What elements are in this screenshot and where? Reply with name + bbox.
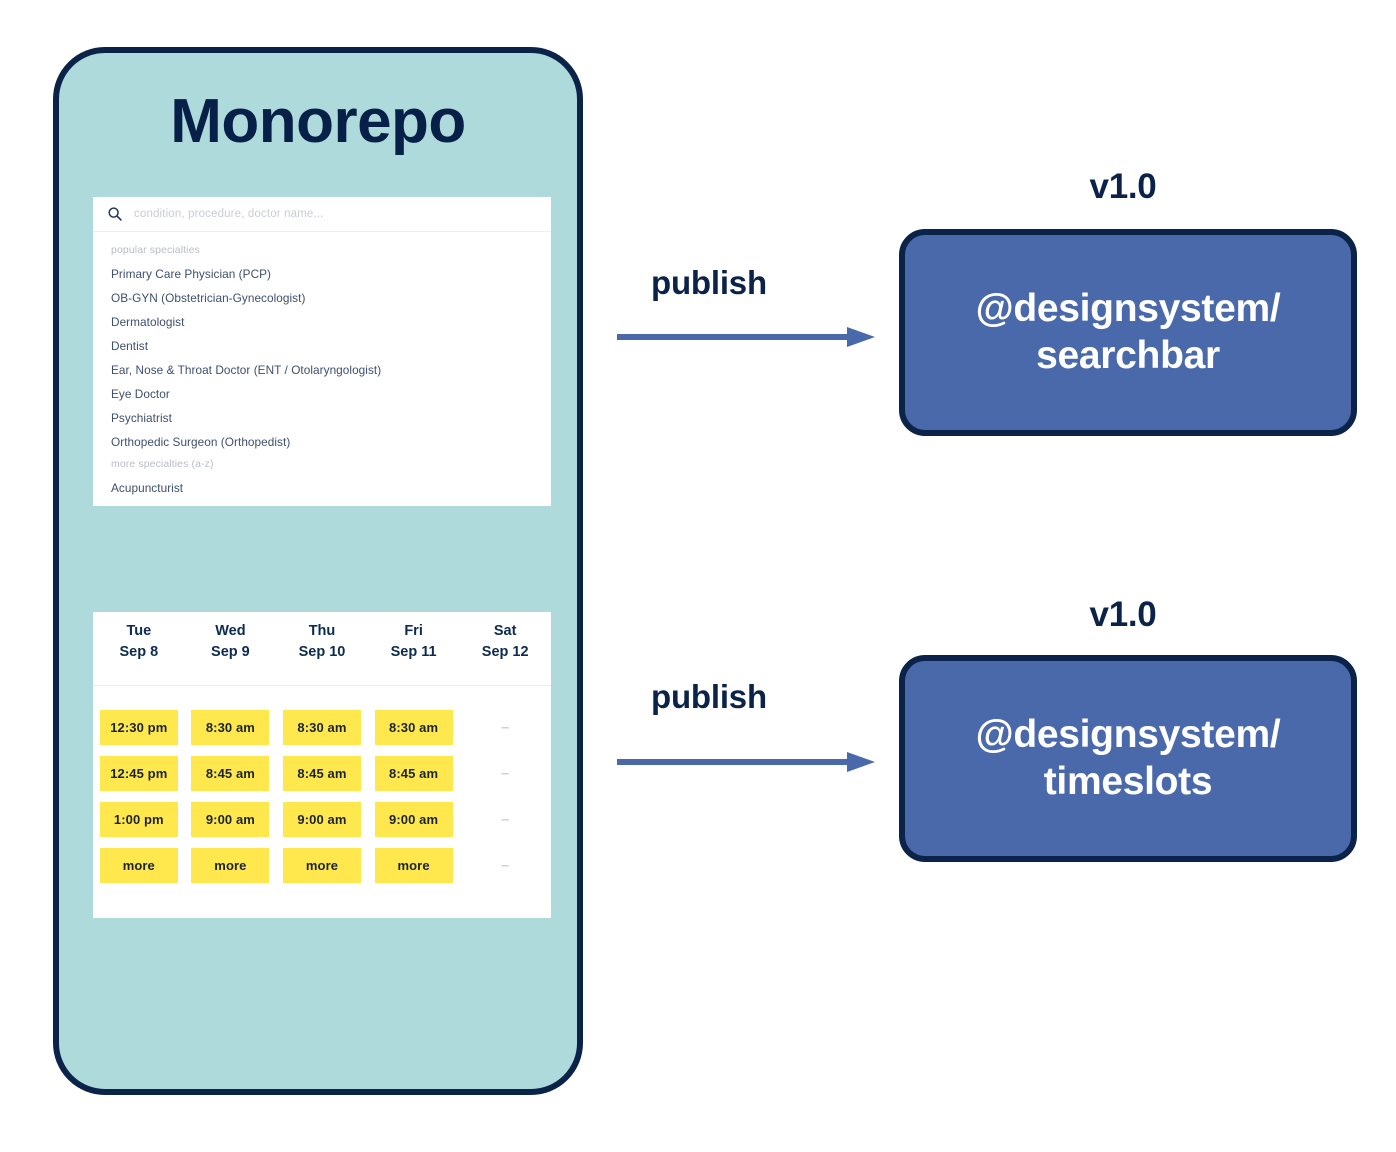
timeslot-button[interactable]: 9:00 am [282, 802, 361, 837]
monorepo-title: Monorepo [170, 87, 466, 156]
searchbar-component: condition, procedure, doctor name... pop… [93, 197, 551, 506]
timeslots-column-header: Tue Sep 8 [93, 612, 185, 685]
version-label-timeslots: v1.0 [1089, 595, 1157, 634]
publish-label-timeslots: publish [651, 678, 767, 715]
timeslot-button[interactable]: 9:00 am [374, 802, 453, 837]
timeslot-cell: – [459, 802, 551, 837]
package-module: timeslots [1043, 759, 1213, 803]
timeslot-button[interactable]: 12:30 pm [99, 710, 178, 745]
timeslot-empty-marker: – [501, 765, 510, 782]
package-box-searchbar[interactable]: @designsystem/ searchbar [899, 229, 1357, 436]
specialty-item[interactable]: Dermatologist [111, 315, 185, 329]
timeslot-cell: more [93, 848, 185, 883]
timeslots-column-header: Sat Sep 12 [459, 612, 551, 685]
timeslot-button[interactable]: 8:30 am [282, 710, 361, 745]
timeslot-empty-marker: – [501, 857, 510, 874]
timeslot-empty-marker: – [501, 811, 510, 828]
timeslot-cell: 8:45 am [276, 756, 368, 791]
specialty-group-label-more: more specialties (a-z) [111, 458, 214, 470]
column-dow: Wed [215, 623, 246, 639]
timeslot-cell: 8:30 am [276, 710, 368, 745]
column-dow: Thu [308, 623, 336, 639]
timeslot-button[interactable]: 1:00 pm [99, 802, 178, 837]
timeslot-cell: more [276, 848, 368, 883]
search-input-placeholder: condition, procedure, doctor name... [134, 208, 324, 220]
timeslot-empty-marker: – [501, 719, 510, 736]
package-name-searchbar: @designsystem/ searchbar [976, 286, 1281, 378]
publish-arrow-searchbar [617, 327, 875, 347]
timeslot-button[interactable]: 8:45 am [374, 756, 453, 791]
specialty-group-label-popular: popular specialties [111, 244, 200, 256]
timeslots-grid: 12:30 pm 8:30 am 8:30 am 8:30 am – 12:45 pm 8:… [93, 686, 551, 883]
timeslot-cell: more [368, 848, 460, 883]
column-dow: Fri [404, 623, 423, 639]
timeslots-row: 12:45 pm 8:45 am 8:45 am 8:45 am – [93, 756, 551, 791]
column-date: Sep 8 [119, 644, 159, 661]
timeslot-cell: – [459, 756, 551, 791]
column-date: Sep 9 [211, 644, 250, 661]
specialty-list: popular specialties Primary Care Physici… [93, 232, 551, 506]
timeslot-button[interactable]: 8:30 am [374, 710, 453, 745]
timeslots-column-header: Wed Sep 9 [185, 612, 277, 685]
specialty-item[interactable]: Primary Care Physician (PCP) [111, 267, 272, 281]
timeslot-cell: 12:45 pm [93, 756, 185, 791]
search-input-row[interactable]: condition, procedure, doctor name... [93, 197, 551, 232]
specialty-item[interactable]: Dentist [111, 339, 149, 353]
timeslots-row: 12:30 pm 8:30 am 8:30 am 8:30 am – [93, 710, 551, 745]
specialty-item[interactable]: Orthopedic Surgeon (Orthopedist) [111, 435, 291, 449]
publish-label-searchbar: publish [651, 264, 767, 301]
specialty-item[interactable]: Eye Doctor [111, 387, 170, 401]
timeslot-more-button[interactable]: more [374, 848, 453, 883]
timeslot-button[interactable]: 12:45 pm [99, 756, 178, 791]
package-name-timeslots: @designsystem/ timeslots [976, 712, 1281, 804]
timeslot-cell: 8:30 am [368, 710, 460, 745]
timeslots-row: 1:00 pm 9:00 am 9:00 am 9:00 am – [93, 802, 551, 837]
timeslot-cell: 8:45 am [185, 756, 277, 791]
column-date: Sep 12 [481, 644, 529, 661]
timeslot-more-button[interactable]: more [282, 848, 361, 883]
timeslot-button[interactable]: 9:00 am [191, 802, 270, 837]
version-label-searchbar: v1.0 [1089, 167, 1157, 206]
timeslot-more-button[interactable]: more [191, 848, 270, 883]
package-scope: @designsystem/ [975, 287, 1281, 331]
specialty-item[interactable]: OB-GYN (Obstetrician-Gynecologist) [111, 291, 306, 305]
timeslot-cell: – [459, 848, 551, 883]
column-date: Sep 11 [390, 644, 437, 661]
monorepo-container: Monorepo condition, procedure, doctor na… [53, 47, 583, 1095]
timeslot-cell: 9:00 am [185, 802, 277, 837]
timeslot-cell: 1:00 pm [93, 802, 185, 837]
specialty-item[interactable]: Ear, Nose & Throat Doctor (ENT / Otolary… [111, 363, 382, 377]
timeslot-button[interactable]: 8:30 am [191, 710, 270, 745]
timeslot-button[interactable]: 8:45 am [282, 756, 361, 791]
timeslot-cell: – [459, 710, 551, 745]
column-date: Sep 10 [298, 644, 346, 661]
timeslot-cell: 8:30 am [185, 710, 277, 745]
timeslot-more-button[interactable]: more [99, 848, 178, 883]
specialty-item[interactable]: Acupuncturist [111, 481, 184, 495]
package-scope: @designsystem/ [975, 713, 1281, 757]
package-box-timeslots[interactable]: @designsystem/ timeslots [899, 655, 1357, 862]
timeslots-header-row: Tue Sep 8 Wed Sep 9 Thu Sep 10 Fri Sep 1… [93, 612, 551, 686]
timeslots-row: more more more more – [93, 848, 551, 883]
search-icon [108, 207, 122, 221]
column-dow: Tue [126, 623, 152, 639]
timeslot-button[interactable]: 8:45 am [191, 756, 270, 791]
timeslot-cell: more [185, 848, 277, 883]
package-module: searchbar [1036, 333, 1220, 377]
timeslots-component: Tue Sep 8 Wed Sep 9 Thu Sep 10 Fri Sep 1… [93, 612, 551, 918]
timeslot-cell: 9:00 am [276, 802, 368, 837]
timeslot-cell: 12:30 pm [93, 710, 185, 745]
column-dow: Sat [493, 623, 517, 639]
timeslot-cell: 8:45 am [368, 756, 460, 791]
timeslot-cell: 9:00 am [368, 802, 460, 837]
publish-arrow-timeslots [617, 752, 875, 772]
timeslots-column-header: Thu Sep 10 [276, 612, 368, 685]
specialty-item[interactable]: Psychiatrist [111, 411, 172, 425]
timeslots-column-header: Fri Sep 11 [368, 612, 460, 685]
